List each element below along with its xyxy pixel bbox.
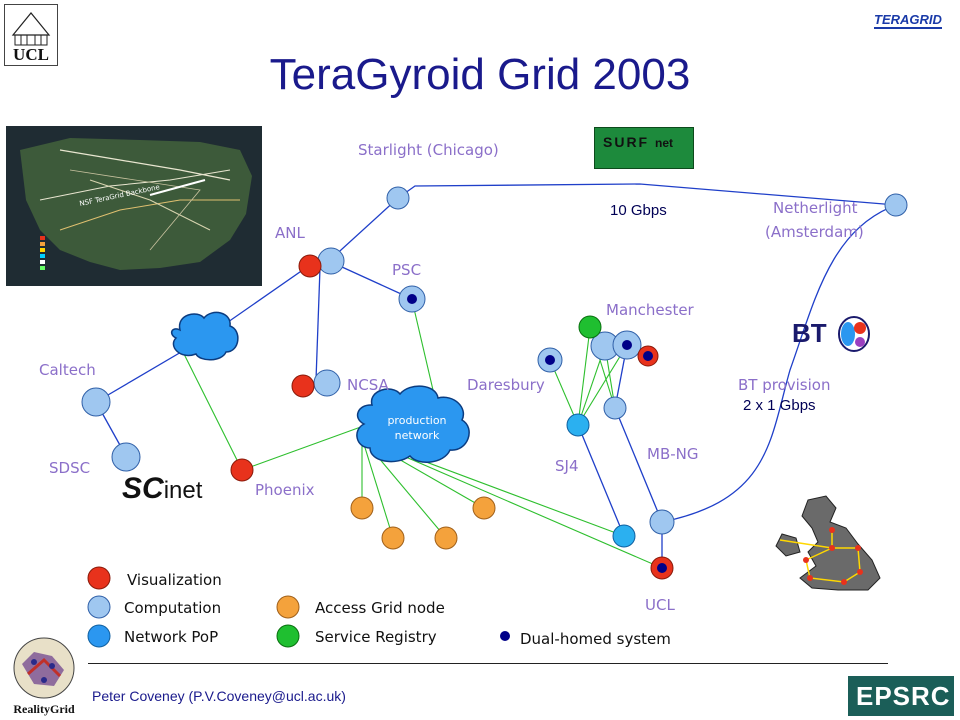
dual-homed-daresbury <box>545 355 555 365</box>
label-phoenix: Phoenix <box>255 481 315 499</box>
teragrid-logo: TERAGRID <box>874 12 942 29</box>
realitygrid-logo: RealityGrid <box>4 636 84 718</box>
legend-dual-homed-swatch <box>500 631 510 641</box>
legend-computation-swatch <box>87 595 111 619</box>
realitygrid-globe-icon <box>13 637 75 699</box>
label-ucl: UCL <box>645 596 675 614</box>
realitygrid-logo-text: RealityGrid <box>13 702 75 716</box>
node-anl <box>317 247 345 275</box>
node-starlight <box>386 186 410 210</box>
bt-logo: BT <box>790 314 874 354</box>
surfnet-logo-text-1: SURF <box>603 134 650 150</box>
legend-dual-homed: Dual-homed system <box>520 630 671 648</box>
dual-homed-ucl <box>657 563 667 573</box>
legend-network-pop-swatch <box>87 624 111 648</box>
scinet-logo-text-2: inet <box>163 477 203 504</box>
legend-swatches <box>87 566 510 648</box>
node-netherlight <box>884 193 908 217</box>
label-starlight: Starlight (Chicago) <box>358 141 499 159</box>
label-netherlight-2: (Amsterdam) <box>765 223 864 241</box>
epsrc-logo-text: EPSRC <box>856 681 951 711</box>
bt-logo-text: BT <box>792 318 827 348</box>
node-ag-2 <box>381 526 405 550</box>
dual-homed-manchester <box>622 340 632 350</box>
footer-author: Peter Coveney (P.V.Coveney@ucl.ac.uk) <box>92 688 346 704</box>
dual-homed-manchester-vis <box>643 351 653 361</box>
label-daresbury: Daresbury <box>467 376 545 394</box>
ucl-logo-text: UCL <box>13 45 49 64</box>
label-ncsa: NCSA <box>347 376 389 394</box>
legend-computation: Computation <box>124 599 222 617</box>
node-sj4 <box>566 413 590 437</box>
us-teragrid-map: NSF TeraGrid Backbone <box>6 126 262 286</box>
production-network-label-2: network <box>394 429 440 442</box>
label-caltech: Caltech <box>39 361 96 379</box>
legend-visualization: Visualization <box>127 571 222 589</box>
label-sj4: SJ4 <box>555 457 579 475</box>
scinet-logo: SCinet <box>122 472 202 506</box>
surfnet-logo: SURF net <box>594 127 694 169</box>
node-service-registry <box>578 315 602 339</box>
bt-piper-icon <box>838 316 870 352</box>
internet-cloud <box>170 311 239 361</box>
scinet-logo-text-1: SC <box>122 472 164 505</box>
node-sdsc <box>111 442 141 472</box>
legend-visualization-swatch <box>87 566 111 590</box>
legend-access-grid: Access Grid node <box>315 599 445 617</box>
node-phoenix <box>230 458 254 482</box>
node-ag-3 <box>434 526 458 550</box>
node-ncsa-vis <box>291 374 315 398</box>
node-ag-4 <box>472 496 496 520</box>
label-netherlight-1: Netherlight <box>773 199 858 217</box>
label-mbng: MB-NG <box>647 445 699 463</box>
legend-service-registry: Service Registry <box>315 628 437 646</box>
label-manchester: Manchester <box>606 301 694 319</box>
legend-access-grid-swatch <box>276 595 300 619</box>
label-bt-provision: BT provision <box>738 376 831 394</box>
production-network-label-1: production <box>387 414 447 427</box>
node-caltech <box>81 387 111 417</box>
node-mbng-pop <box>603 396 627 420</box>
label-psc: PSC <box>392 261 422 279</box>
label-anl: ANL <box>275 224 305 242</box>
epsrc-logo: EPSRC <box>848 676 954 716</box>
legend-service-registry-swatch <box>276 624 300 648</box>
footer-rule <box>88 663 888 664</box>
production-network-label: production network <box>372 413 462 443</box>
node-ncsa <box>313 369 341 397</box>
page-title: TeraGyroid Grid 2003 <box>269 50 691 99</box>
ucl-logo: UCL <box>4 4 58 66</box>
production-network-cloud <box>356 385 470 463</box>
uk-map <box>775 495 881 591</box>
node-ag-1 <box>350 496 374 520</box>
node-anl-vis <box>298 254 322 278</box>
surfnet-logo-text-2: net <box>655 136 673 150</box>
node-ucl-pop <box>649 509 675 535</box>
label-sdsc: SDSC <box>49 459 91 477</box>
dual-homed-psc <box>407 294 417 304</box>
legend-network-pop: Network PoP <box>124 628 219 646</box>
node-sj4-pop <box>612 524 636 548</box>
bandwidth-bt: 2 x 1 Gbps <box>743 397 816 414</box>
bandwidth-10g: 10 Gbps <box>610 202 667 219</box>
